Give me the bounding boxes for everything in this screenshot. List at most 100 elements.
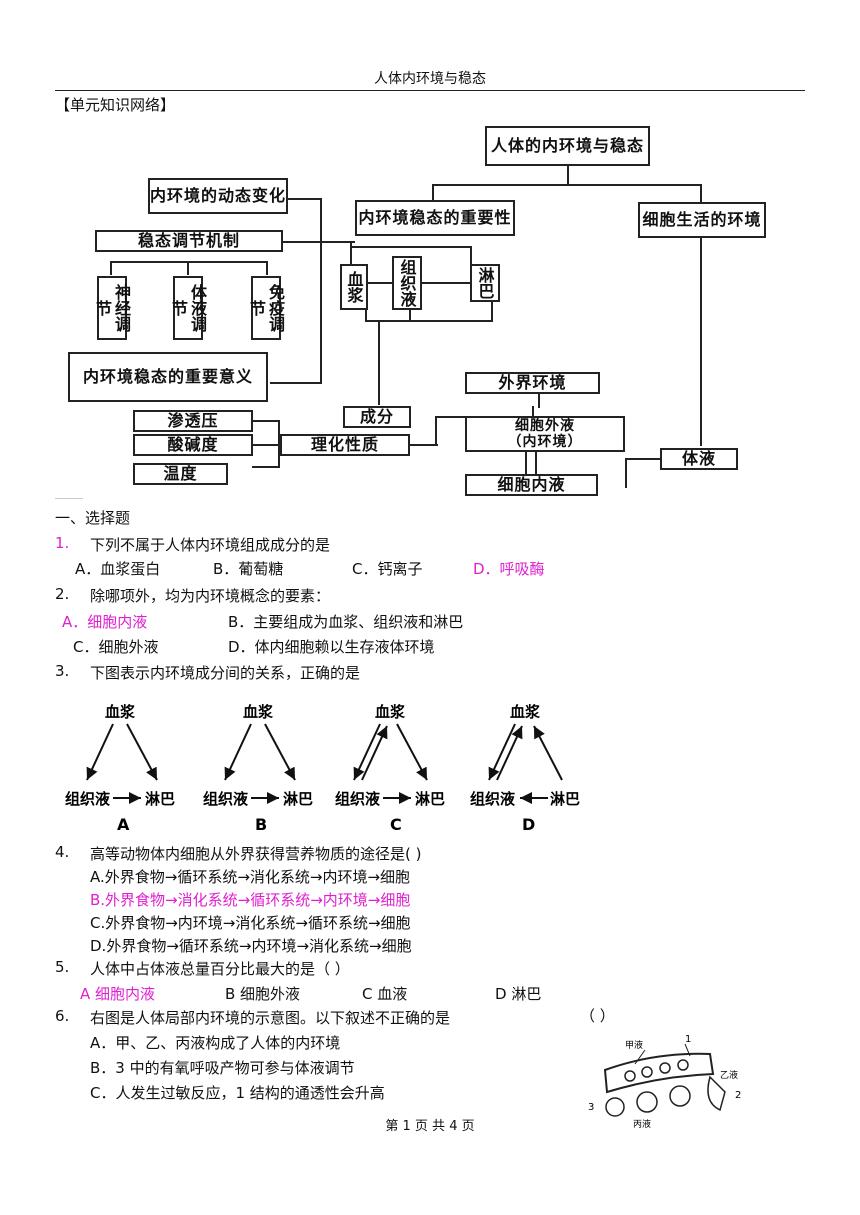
- component-box: 成分: [343, 406, 411, 428]
- q3-option-c-label: C: [390, 815, 402, 832]
- q3-stem: 下图表示内环境成分间的关系，正确的是: [90, 664, 361, 682]
- q3a-left-label: 组织液: [65, 790, 111, 808]
- unit-title: 【单元知识网络】: [55, 96, 176, 114]
- tissue-fluid-box: 组织液: [392, 256, 422, 310]
- q4-stem: 高等动物体内细胞从外界获得营养物质的途径是( ): [90, 845, 422, 863]
- humoral-box: 体液调节: [169, 276, 207, 340]
- connector: [435, 416, 465, 418]
- q1-number: 1.: [55, 534, 70, 552]
- connector: [491, 300, 493, 322]
- connector: [432, 184, 702, 186]
- knowledge-network-diagram: 人体的内环境与稳态 内环境的动态变化 内环境稳态的重要性 细胞生活的环境 稳态调…: [60, 118, 766, 500]
- external-env-box: 外界环境: [465, 372, 600, 394]
- arrow-up: [525, 450, 527, 474]
- connector: [408, 444, 438, 446]
- q6-fig-n3: 3: [588, 1102, 594, 1113]
- immune-box: 免疫调节: [247, 276, 285, 340]
- q2-number: 2.: [55, 585, 70, 603]
- connector: [625, 458, 660, 460]
- connector: [409, 306, 411, 320]
- connector: [110, 261, 268, 263]
- q6-option-b: B．3 中的有氧呼吸产物可参与体液调节: [90, 1059, 355, 1077]
- q6-stem: 右图是人体局部内环境的示意图。以下叙述不正确的是: [90, 1009, 451, 1027]
- connector: [365, 320, 493, 322]
- q4-number: 4.: [55, 843, 70, 861]
- q3-option-d-label: D: [522, 815, 535, 832]
- q2-option-b: B．主要组成为血浆、组织液和淋巴: [228, 613, 464, 631]
- connector: [252, 466, 280, 468]
- q2-option-a: A．细胞内液: [62, 613, 148, 631]
- connector: [432, 184, 434, 200]
- q6-fig-bing: 丙液: [633, 1118, 651, 1130]
- connector: [350, 242, 352, 266]
- section-title: 一、选择题: [55, 509, 131, 527]
- extracellular-label: 细胞外液: [515, 418, 575, 434]
- q4-option-a: A.外界食物→循环系统→消化系统→内环境→细胞: [90, 868, 411, 886]
- q6-fig-n2: 2: [735, 1090, 741, 1101]
- connector: [270, 382, 322, 384]
- q4-option-c: C.外界食物→内环境→消化系统→循环系统→细胞: [90, 914, 411, 932]
- q1-option-c: C．钙离子: [352, 560, 423, 578]
- temperature-box: 温度: [133, 463, 228, 485]
- q6-fig-yi: 乙液: [720, 1069, 738, 1081]
- connector: [266, 261, 268, 275]
- q5-option-d: D 淋巴: [495, 985, 542, 1003]
- q5-option-b: B 细胞外液: [225, 985, 301, 1003]
- q3-diagram-a: 血浆 组织液 淋巴 A: [65, 703, 175, 832]
- q3b-left-label: 组织液: [203, 790, 249, 808]
- connector: [470, 246, 472, 266]
- q3-diagram-c: 血浆 组织液 淋巴 C: [335, 703, 445, 832]
- q3-diagram-d: 血浆 组织液 淋巴 D: [470, 703, 580, 832]
- q1-stem: 下列不属于人体内环境组成成分的是: [90, 536, 331, 554]
- q2-stem: 除哪项外，均为内环境概念的要素：: [90, 587, 331, 605]
- q3-option-a-label: A: [117, 815, 130, 832]
- arrow-up: [532, 406, 534, 420]
- q3d-right-label: 淋巴: [550, 790, 580, 808]
- q6-figure: 甲液 1 乙液 2 3 丙液: [588, 1034, 741, 1130]
- connector: [110, 261, 112, 275]
- q3c-top-label: 血浆: [375, 703, 406, 721]
- q3c-left-label: 组织液: [335, 790, 381, 808]
- connector: [700, 184, 702, 202]
- connector: [378, 320, 380, 405]
- q5-option-c: C 血液: [362, 985, 408, 1003]
- arrow-down: [535, 450, 537, 474]
- q4-option-b: B.外界食物→消化系统→循环系统→内环境→细胞: [90, 891, 411, 909]
- extracellular-box: 细胞外液 （内环境）: [465, 416, 625, 452]
- connector: [435, 416, 437, 444]
- page-header: 人体内环境与稳态: [374, 71, 486, 87]
- q2-option-c: C．细胞外液: [73, 638, 159, 656]
- q4-option-d: D.外界食物→循环系统→内环境→消化系统→细胞: [90, 937, 412, 955]
- q1-option-b: B．葡萄糖: [213, 560, 284, 578]
- connector: [280, 241, 355, 243]
- q6-option-c: C．人发生过敏反应，1 结构的通透性会升高: [90, 1084, 385, 1102]
- q3a-top-label: 血浆: [105, 703, 136, 721]
- connector: [187, 261, 189, 275]
- arrow-down: [538, 394, 540, 408]
- q6-answer-paren: （ ）: [580, 1007, 615, 1025]
- connector: [365, 310, 367, 322]
- q3b-right-label: 淋巴: [283, 790, 313, 808]
- connector: [350, 246, 470, 248]
- extracellular-sublabel: （内环境）: [507, 434, 583, 450]
- osmotic-box: 渗透压: [133, 410, 253, 432]
- q3c-right-label: 淋巴: [415, 790, 445, 808]
- connector: [252, 444, 280, 446]
- q1-option-a: A．血浆蛋白: [75, 560, 161, 578]
- physchem-box: 理化性质: [280, 434, 410, 456]
- separator: [55, 498, 83, 499]
- lymph-box: 淋巴: [470, 264, 500, 302]
- q1-option-d: D．呼吸酶: [473, 560, 545, 578]
- q3d-left-label: 组织液: [470, 790, 516, 808]
- arrow-tissue-lymph: [422, 282, 470, 284]
- q3-number: 3.: [55, 662, 70, 680]
- significance-box: 内环境稳态的重要意义: [68, 352, 268, 402]
- connector: [320, 198, 322, 384]
- q3d-top-label: 血浆: [510, 703, 541, 721]
- q2-option-d: D．体内细胞赖以生存液体环境: [228, 638, 435, 656]
- q5-option-a: A 细胞内液: [80, 985, 156, 1003]
- regulation-box: 稳态调节机制: [95, 230, 283, 252]
- q3a-right-label: 淋巴: [145, 790, 175, 808]
- q6-fig-jia: 甲液: [625, 1039, 643, 1051]
- q6-option-a: A．甲、乙、丙液构成了人体的内环境: [90, 1034, 341, 1052]
